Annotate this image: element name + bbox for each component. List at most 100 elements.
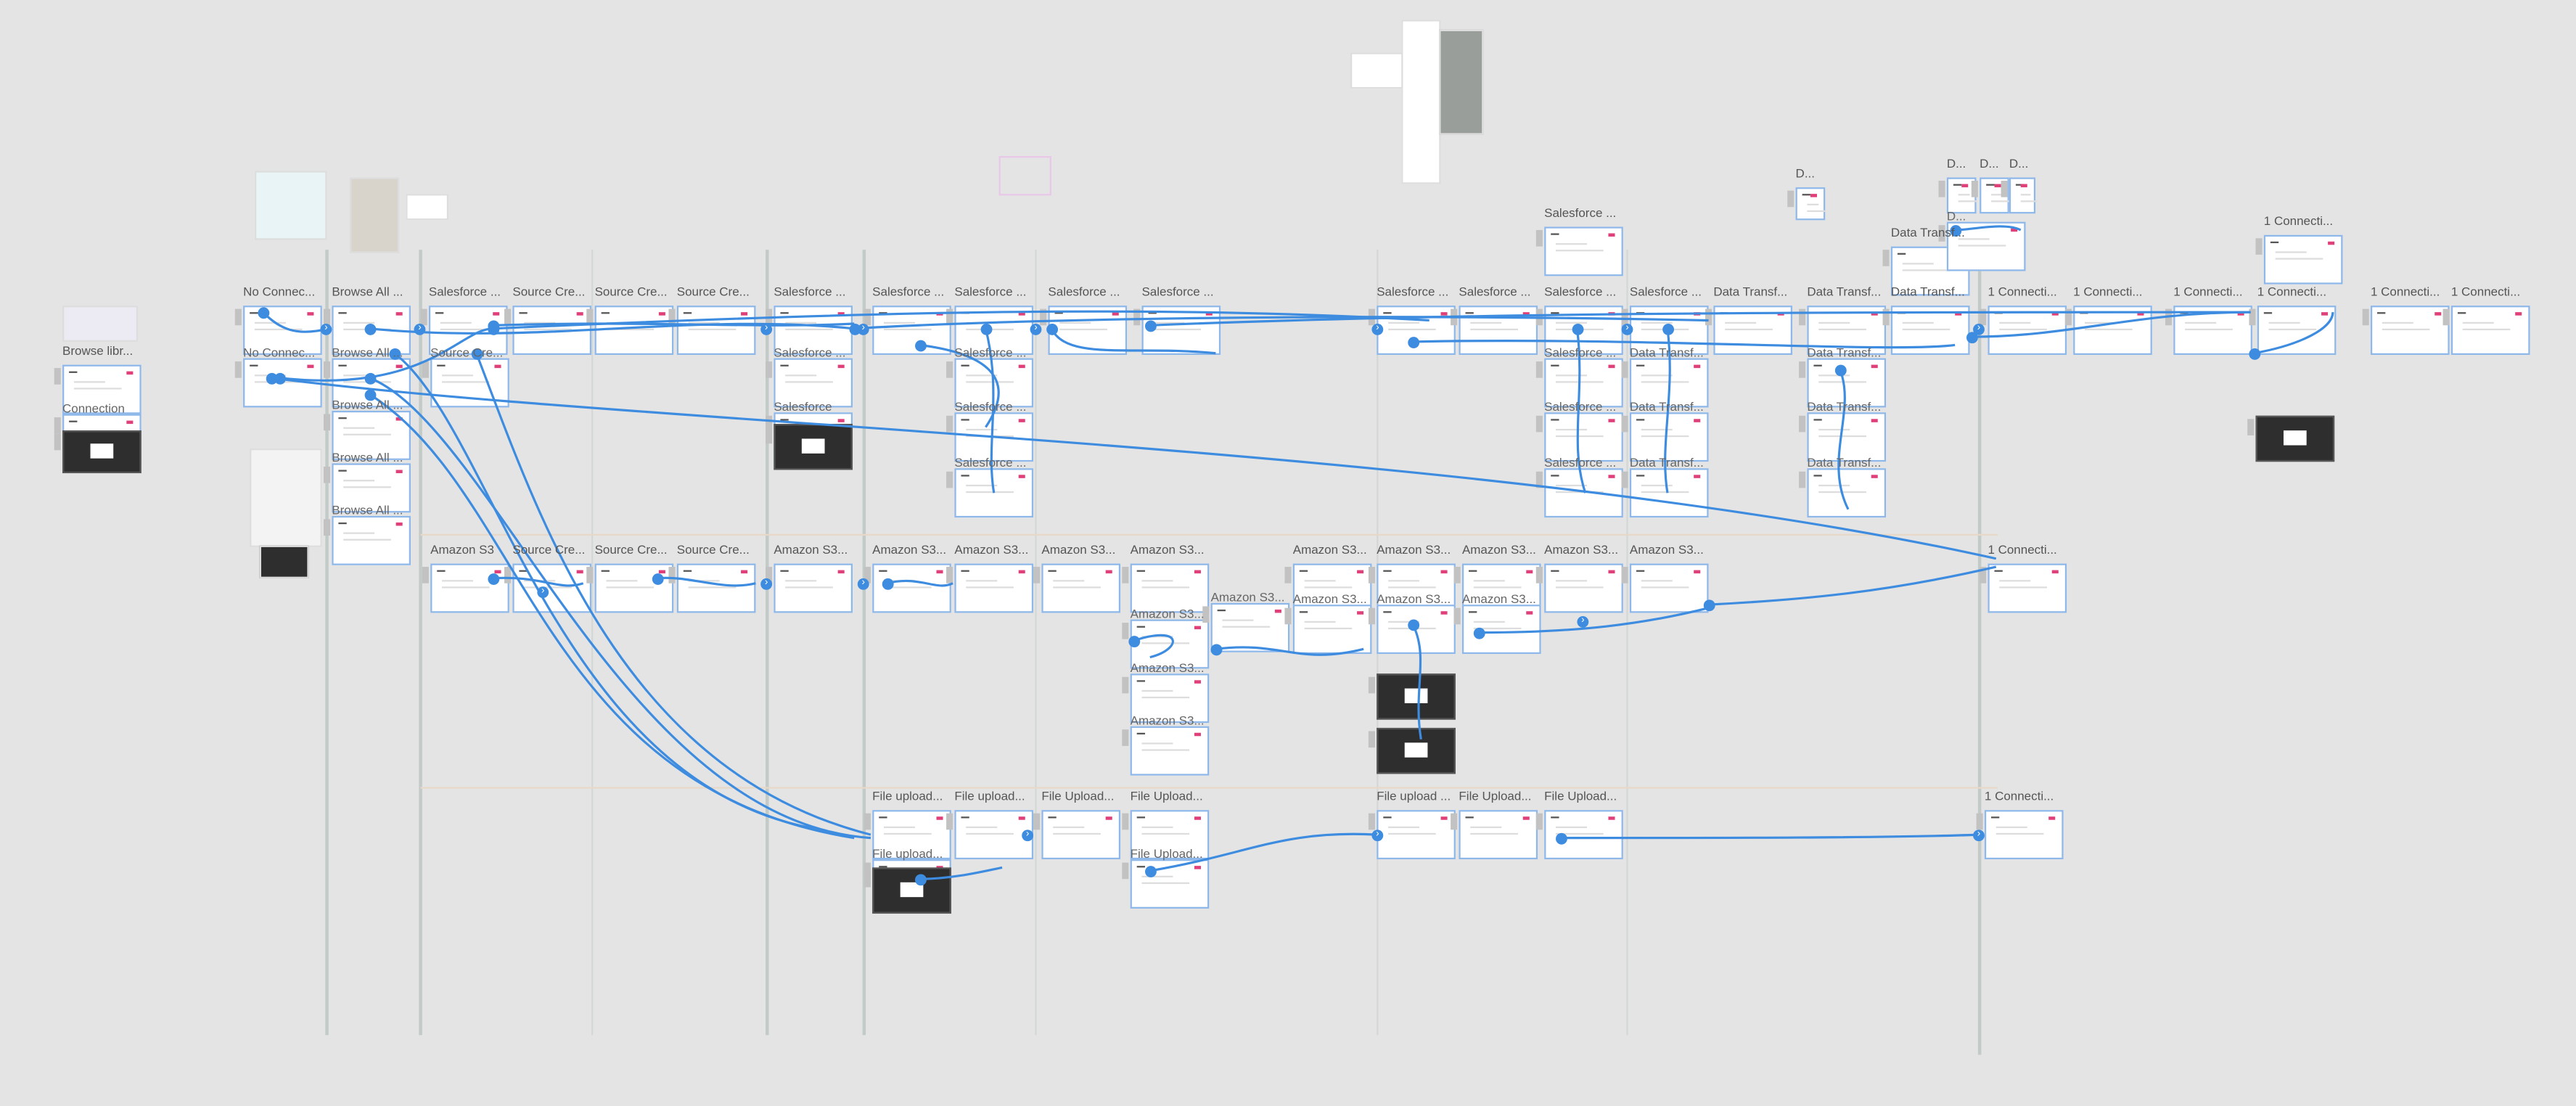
flow-arrow-icon[interactable]: › <box>1973 324 1985 335</box>
prototype-link[interactable] <box>887 579 953 587</box>
artboard-title[interactable]: Salesforce ... <box>774 284 846 300</box>
artboard-title[interactable]: File Upload... <box>1130 788 1203 804</box>
artboard-title[interactable]: Amazon S3... <box>1377 542 1451 557</box>
link-hotspot-icon[interactable] <box>881 577 893 589</box>
artboard-title[interactable]: Amazon S3... <box>1130 606 1205 621</box>
artboard-title[interactable]: Salesforce ... <box>954 284 1027 300</box>
artboard-title[interactable]: Data Transf... <box>1807 345 1882 360</box>
artboard-title[interactable]: Source Cre... <box>676 542 750 557</box>
artboard-title[interactable]: Amazon S3... <box>1041 542 1116 557</box>
artboard-title[interactable]: Amazon S3... <box>872 542 947 557</box>
flow-arrow-icon[interactable]: › <box>760 578 773 590</box>
artboard-title[interactable]: Browse All ... <box>332 345 403 360</box>
prototype-link[interactable] <box>271 377 1997 560</box>
artboard-title[interactable]: Amazon S3... <box>1629 542 1704 557</box>
notes-thumbnail[interactable] <box>406 194 449 221</box>
artboard-title[interactable]: 1 Connecti... <box>2450 284 2521 300</box>
artboard[interactable] <box>1629 412 1709 462</box>
artboard-title[interactable]: Amazon S3... <box>774 542 848 557</box>
artboard-title[interactable]: File upload... <box>872 788 943 804</box>
artboard[interactable] <box>1544 226 1623 276</box>
notes-thumbnail[interactable] <box>1350 52 1403 89</box>
artboard[interactable] <box>1292 605 1372 655</box>
artboard-title[interactable]: Salesforce <box>774 399 832 414</box>
link-hotspot-icon[interactable] <box>388 347 401 359</box>
artboard-title[interactable]: Salesforce ... <box>1544 345 1617 360</box>
artboard-title[interactable]: File Upload... <box>1041 788 1115 804</box>
prototype-link[interactable] <box>1560 833 1980 840</box>
artboard-title[interactable]: Browse All ... <box>332 284 403 300</box>
artboard-title[interactable]: 1 Connecti... <box>2257 284 2327 300</box>
artboard[interactable] <box>954 810 1034 860</box>
artboard-title[interactable]: Data Transf... <box>1629 345 1704 360</box>
link-hotspot-icon[interactable] <box>848 322 861 335</box>
link-hotspot-icon[interactable] <box>1128 635 1140 647</box>
artboard[interactable] <box>954 563 1034 613</box>
dark-artboard[interactable] <box>1377 673 1456 720</box>
artboard-title[interactable]: Salesforce ... <box>1141 284 1214 300</box>
prototype-link[interactable] <box>1050 328 1216 355</box>
artboard[interactable] <box>1041 563 1121 613</box>
sketch-thumbnail[interactable] <box>350 177 400 253</box>
link-hotspot-icon[interactable] <box>1046 322 1057 335</box>
artboard[interactable] <box>1544 412 1623 462</box>
prototype-link[interactable] <box>2253 311 2334 355</box>
artboard-title[interactable]: Source Cre... <box>594 284 668 300</box>
flow-arrow-icon[interactable]: › <box>1371 324 1384 335</box>
artboard-title[interactable]: Amazon S3... <box>1292 591 1367 607</box>
artboard[interactable] <box>1377 810 1456 860</box>
artboard-title[interactable]: Salesforce ... <box>1048 284 1120 300</box>
flow-arrow-icon[interactable]: › <box>857 578 869 590</box>
artboard[interactable] <box>676 306 756 356</box>
artboard-title[interactable]: Source Cre... <box>512 542 586 557</box>
artboard-title[interactable]: No Connec... <box>243 284 316 300</box>
link-hotspot-icon[interactable] <box>914 873 926 885</box>
artboard[interactable] <box>1807 358 1887 408</box>
diagram-thumbnail[interactable] <box>62 306 139 342</box>
artboard-title[interactable]: Source Cre... <box>512 284 586 300</box>
link-hotspot-icon[interactable] <box>364 388 376 401</box>
flow-arrow-icon[interactable]: › <box>1371 830 1384 842</box>
artboard[interactable] <box>1984 810 2064 860</box>
artboard-title[interactable]: Salesforce ... <box>1544 284 1617 300</box>
artboard[interactable] <box>1795 187 1826 221</box>
link-hotspot-icon[interactable] <box>470 347 483 359</box>
artboard-title[interactable]: File Upload... <box>1130 845 1203 861</box>
artboard[interactable] <box>1130 726 1210 776</box>
artboard-title[interactable]: 1 Connecti... <box>2263 213 2334 229</box>
artboard-title[interactable]: Salesforce ... <box>1629 284 1702 300</box>
flow-arrow-icon[interactable]: › <box>1577 616 1589 628</box>
artboard[interactable] <box>872 810 951 860</box>
flow-arrow-icon[interactable]: › <box>537 586 549 599</box>
prototype-link[interactable] <box>369 393 855 840</box>
prototype-link[interactable] <box>1413 340 1956 349</box>
link-hotspot-icon[interactable] <box>1702 599 1715 611</box>
artboard-title[interactable]: Browse All ... <box>332 502 403 518</box>
artboard-title[interactable]: 1 Connecti... <box>2073 284 2143 300</box>
chart-thumbnail[interactable] <box>254 171 327 240</box>
dark-artboard[interactable] <box>872 867 951 914</box>
link-hotspot-icon[interactable] <box>980 322 992 335</box>
artboard[interactable] <box>1544 468 1623 518</box>
link-hotspot-icon[interactable] <box>1144 319 1156 332</box>
artboard-title[interactable]: Amazon S3... <box>1377 591 1451 607</box>
link-hotspot-icon[interactable] <box>487 319 499 332</box>
prototype-link[interactable] <box>1411 623 1422 740</box>
artboard[interactable] <box>2257 306 2337 356</box>
artboard-title[interactable]: Salesforce ... <box>954 345 1027 360</box>
prototype-link[interactable] <box>1149 832 1377 872</box>
artboard[interactable] <box>1210 602 1290 652</box>
flow-arrow-icon[interactable]: › <box>414 324 426 335</box>
artboard-title[interactable]: File upload... <box>872 845 943 861</box>
prototype-link[interactable] <box>854 316 1709 330</box>
link-hotspot-icon[interactable] <box>1949 224 1961 236</box>
artboard-title[interactable]: Amazon S3... <box>1292 542 1367 557</box>
flow-arrow-icon[interactable]: › <box>760 324 773 335</box>
artboard-title[interactable]: Source Cre... <box>676 284 750 300</box>
dark-artboard[interactable] <box>2255 415 2335 462</box>
link-hotspot-icon[interactable] <box>1662 322 1673 335</box>
artboard[interactable] <box>1459 306 1538 356</box>
artboard-title[interactable]: Data Transf... <box>1807 455 1882 470</box>
flow-arrow-icon[interactable]: › <box>320 324 332 335</box>
